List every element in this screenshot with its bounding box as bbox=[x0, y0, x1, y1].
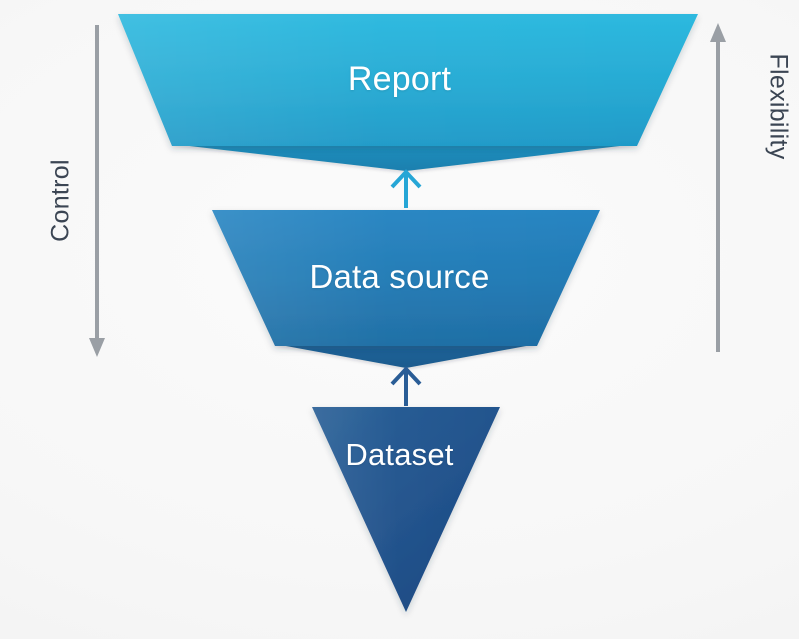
dataset-sheen bbox=[312, 407, 500, 612]
arrow-up-icon bbox=[710, 23, 726, 42]
arrow-up-icon bbox=[390, 169, 422, 189]
data-source-shadow-lip bbox=[275, 344, 537, 368]
axis-flexibility bbox=[710, 23, 726, 352]
connector-data-source-to-report bbox=[390, 169, 422, 208]
funnel-level-dataset[interactable] bbox=[312, 407, 500, 612]
axis-flexibility-label: Flexibility bbox=[764, 53, 793, 160]
data-source-sheen bbox=[212, 210, 600, 346]
funnel-level-data-source[interactable] bbox=[212, 210, 600, 368]
axis-control bbox=[89, 25, 105, 357]
funnel-level-report[interactable] bbox=[118, 14, 698, 171]
arrow-up-icon bbox=[390, 366, 422, 386]
axis-control-label: Control bbox=[46, 159, 75, 242]
connector-dataset-to-data-source bbox=[390, 366, 422, 406]
report-sheen bbox=[118, 14, 698, 146]
report-shadow-lip bbox=[172, 144, 637, 171]
arrow-down-icon bbox=[89, 338, 105, 357]
